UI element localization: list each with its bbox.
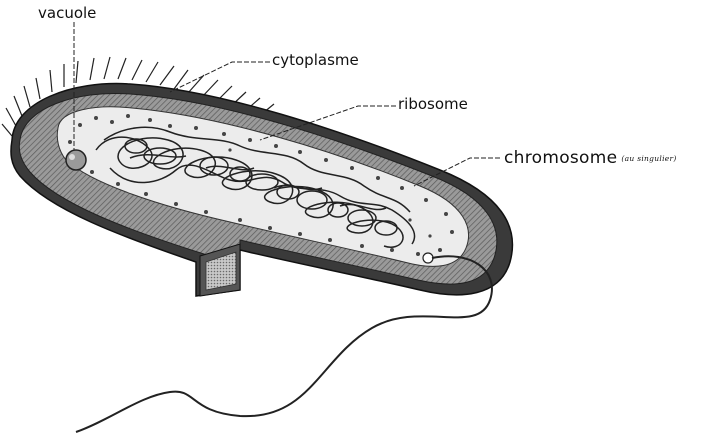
flagellum-base [423, 253, 433, 263]
chromosome-note: (au singulier) [621, 154, 676, 163]
ribosome-label: ribosome [398, 95, 468, 113]
vacuole [66, 150, 86, 170]
chromosome-label-text: chromosome [504, 148, 617, 168]
chromosome-label: chromosome (au singulier) [504, 148, 677, 168]
cytoplasme-label: cytoplasme [272, 51, 359, 69]
vacuole-label: vacuole [38, 4, 96, 22]
